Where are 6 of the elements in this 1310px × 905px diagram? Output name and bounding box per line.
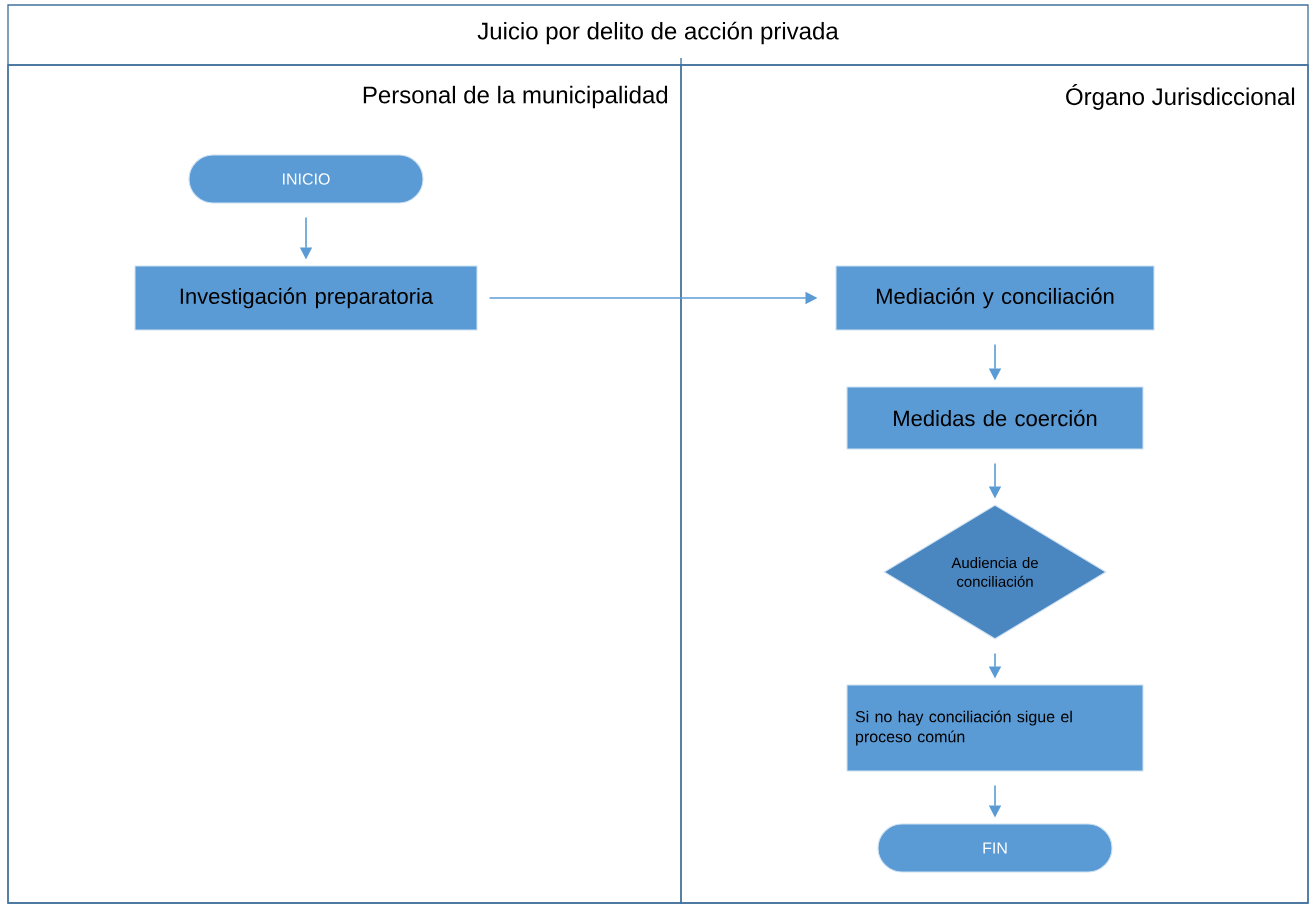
- process-box: Investigación preparatoria: [134, 265, 478, 331]
- process-box: Si no hay conciliación sigue el proceso común: [846, 684, 1144, 772]
- terminal-box: INICIO: [188, 154, 424, 204]
- terminal-box: FIN: [877, 823, 1113, 873]
- process-box: Mediación y conciliación: [835, 265, 1155, 331]
- process-box: Medidas de coerción: [846, 386, 1144, 450]
